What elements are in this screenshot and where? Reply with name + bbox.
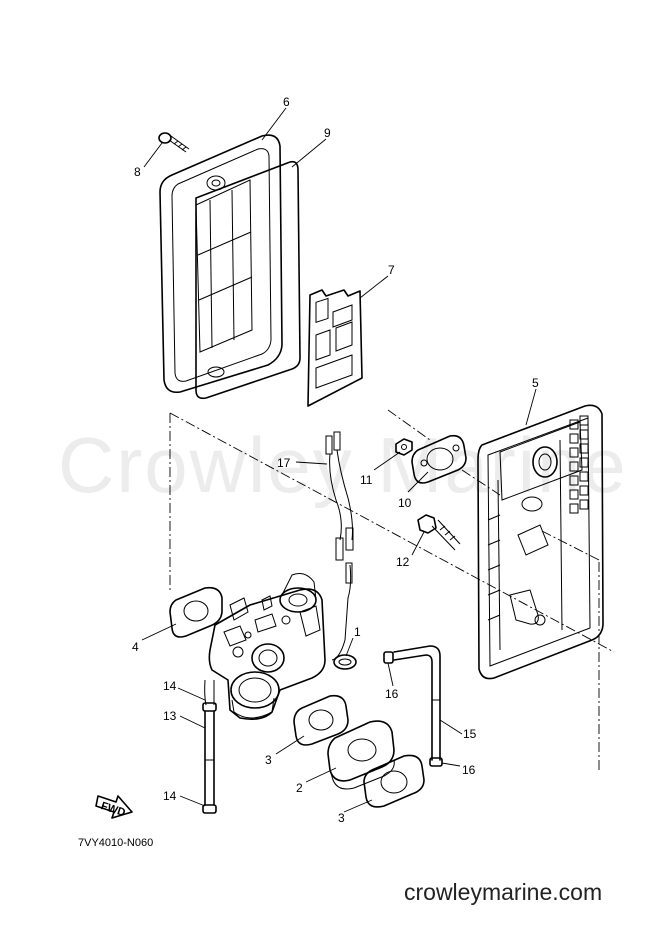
label-16-upper: 16 (385, 687, 399, 701)
part-16-clip-upper[interactable] (383, 651, 394, 664)
label-7: 7 (388, 263, 395, 277)
label-3-upper: 3 (265, 753, 272, 767)
part-12-bolt[interactable] (417, 514, 461, 551)
label-16-lower: 16 (462, 763, 476, 777)
part-2-insulator[interactable] (327, 720, 395, 790)
label-5: 5 (532, 376, 539, 390)
label-11: 11 (360, 473, 373, 487)
part-6-silencer-cover[interactable] (159, 134, 283, 394)
label-12: 12 (396, 555, 410, 569)
part-14-clip-upper[interactable] (202, 702, 217, 712)
label-10: 10 (398, 496, 412, 510)
assembly-lines (169, 409, 615, 770)
diagram-code: 7VY4010-N060 (78, 837, 153, 849)
part-11-nut[interactable] (395, 438, 413, 456)
label-3-lower: 3 (338, 811, 345, 825)
part-5-intake-silencer[interactable] (477, 404, 604, 680)
part-13-hose[interactable] (204, 679, 215, 806)
part-9-gasket[interactable] (195, 160, 301, 400)
label-15: 15 (463, 727, 477, 741)
label-1: 1 (354, 625, 361, 639)
leader-lines (141, 107, 537, 813)
part-3-gasket-lower[interactable] (363, 754, 425, 808)
label-6: 6 (283, 95, 290, 109)
site-url[interactable]: crowleymarine.com (404, 879, 602, 905)
label-4: 4 (132, 640, 139, 654)
part-8-screw[interactable] (158, 132, 190, 153)
part-7-plate[interactable] (307, 289, 363, 407)
watermark-text: Crowley Marine (58, 421, 628, 509)
part-3-gasket-upper[interactable] (293, 694, 349, 746)
label-13: 13 (163, 709, 177, 723)
label-14-lower: 14 (163, 789, 177, 803)
label-8: 8 (134, 165, 141, 179)
part-4-gasket[interactable] (169, 586, 223, 638)
part-16-clip-lower[interactable] (429, 757, 443, 767)
label-9: 9 (324, 126, 331, 140)
fwd-arrow-icon: FWD (95, 795, 133, 819)
part-15-hose[interactable] (393, 645, 441, 761)
label-14-upper: 14 (163, 679, 177, 693)
label-17: 17 (277, 456, 291, 470)
part-14-clip-lower[interactable] (202, 804, 217, 814)
part-1-clip[interactable] (333, 654, 357, 670)
part-10-flange-gasket[interactable] (411, 434, 467, 484)
label-2: 2 (296, 781, 303, 795)
carburetor[interactable] (208, 573, 326, 720)
